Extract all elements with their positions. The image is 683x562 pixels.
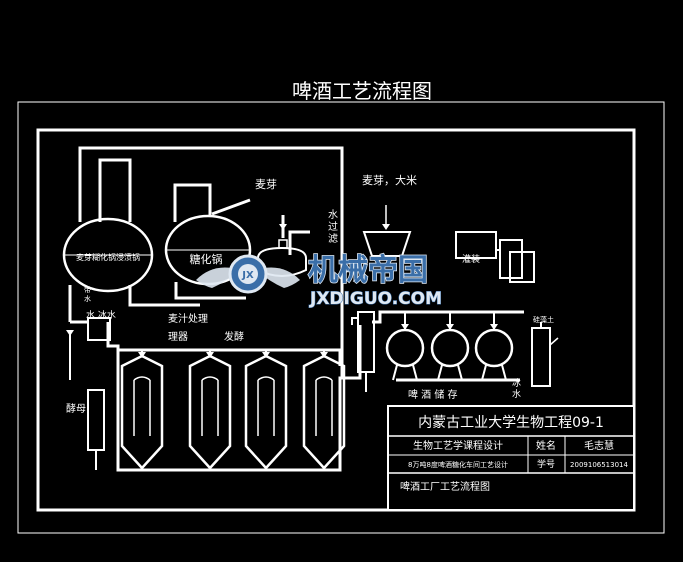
label-malt-rice: 麦芽，大米 — [362, 173, 417, 187]
malt-hopper — [362, 205, 412, 257]
label-wort-process-2: 理器 — [168, 331, 188, 343]
tb-drawing: 啤酒工厂工艺流程图 — [400, 480, 490, 493]
fermenter-tank — [302, 350, 346, 470]
top-pipes — [78, 146, 344, 378]
tb-school: 内蒙古工业大学生物工程09-1 — [418, 415, 604, 431]
fermenter-tank — [244, 350, 288, 470]
label-water-filter: 水过滤 — [328, 209, 338, 245]
svg-text:冰水: 冰水 — [512, 377, 521, 400]
tb-id: 2009106513014 — [570, 461, 628, 469]
fermenter-header-pipe — [118, 348, 342, 366]
label-malt-top: 麦芽 — [255, 177, 277, 191]
fermenter-group — [120, 350, 346, 470]
label-filling: 灌装 — [462, 253, 480, 265]
mill-equipment — [455, 231, 535, 283]
fermenter-tank — [120, 350, 164, 470]
tb-course: 生物工艺学课程设计 — [413, 439, 503, 452]
label-water-left-v: 带水 — [84, 286, 91, 303]
filter-column — [351, 311, 375, 392]
filling-machine — [531, 322, 559, 387]
heat-exchanger — [87, 317, 111, 341]
arrow-down-yeast — [66, 330, 74, 336]
yeast-tank — [87, 389, 105, 470]
label-filter-machine: 硅藻土 — [533, 315, 554, 324]
drawing-frame — [36, 128, 636, 512]
label-beer-storage: 啤 酒 储 存 — [408, 388, 458, 401]
watermark-badge: JX — [241, 270, 254, 281]
tb-project: 8万吨8度啤酒糖化车间工艺设计 — [408, 460, 508, 469]
svg-text:水过滤: 水过滤 — [328, 209, 338, 245]
storage-tank — [474, 312, 514, 381]
storage-tank-group — [385, 312, 514, 381]
storage-tank — [385, 312, 425, 381]
diagram-title: 啤酒工艺流程图 — [292, 79, 432, 103]
gear-hub-icon — [238, 264, 258, 284]
label-ferment-left: 酵母 — [66, 403, 86, 415]
watermark-url: JXDIGUO.COM — [309, 289, 442, 309]
tank-mid-label: 糖化锅 — [190, 252, 223, 266]
label-wort-process: 麦汁处理 — [168, 312, 208, 325]
fermenter-tank — [188, 350, 232, 470]
arrow-down-small — [279, 224, 287, 230]
sheet-border — [17, 101, 665, 534]
watermark: JX 机械帝国 JXDIGUO.COM — [196, 252, 443, 310]
tb-id-label: 学号 — [537, 458, 555, 470]
watermark-text: 机械帝国 — [308, 253, 428, 288]
tb-name: 毛志慧 — [584, 439, 614, 452]
svg-text:带水: 带水 — [84, 286, 91, 303]
mash-tun-left: 麦芽糊化锅浸渍锅 — [62, 217, 154, 293]
label-ice-water-right: 冰水 — [512, 377, 521, 400]
label-ice-water-left: 水 冰水 — [86, 309, 116, 321]
tb-name-label: 姓名 — [536, 439, 556, 452]
storage-tank — [430, 312, 470, 381]
bottom-collect-pipe — [118, 325, 362, 472]
tank-left-label: 麦芽糊化锅浸渍锅 — [76, 252, 140, 262]
storage-top-pipe — [372, 310, 524, 324]
label-ferment-top: 发酵 — [224, 330, 244, 343]
title-block: 内蒙古工业大学生物工程09-1 生物工艺学课程设计 姓名 毛志慧 8万吨8度啤酒… — [387, 405, 635, 511]
